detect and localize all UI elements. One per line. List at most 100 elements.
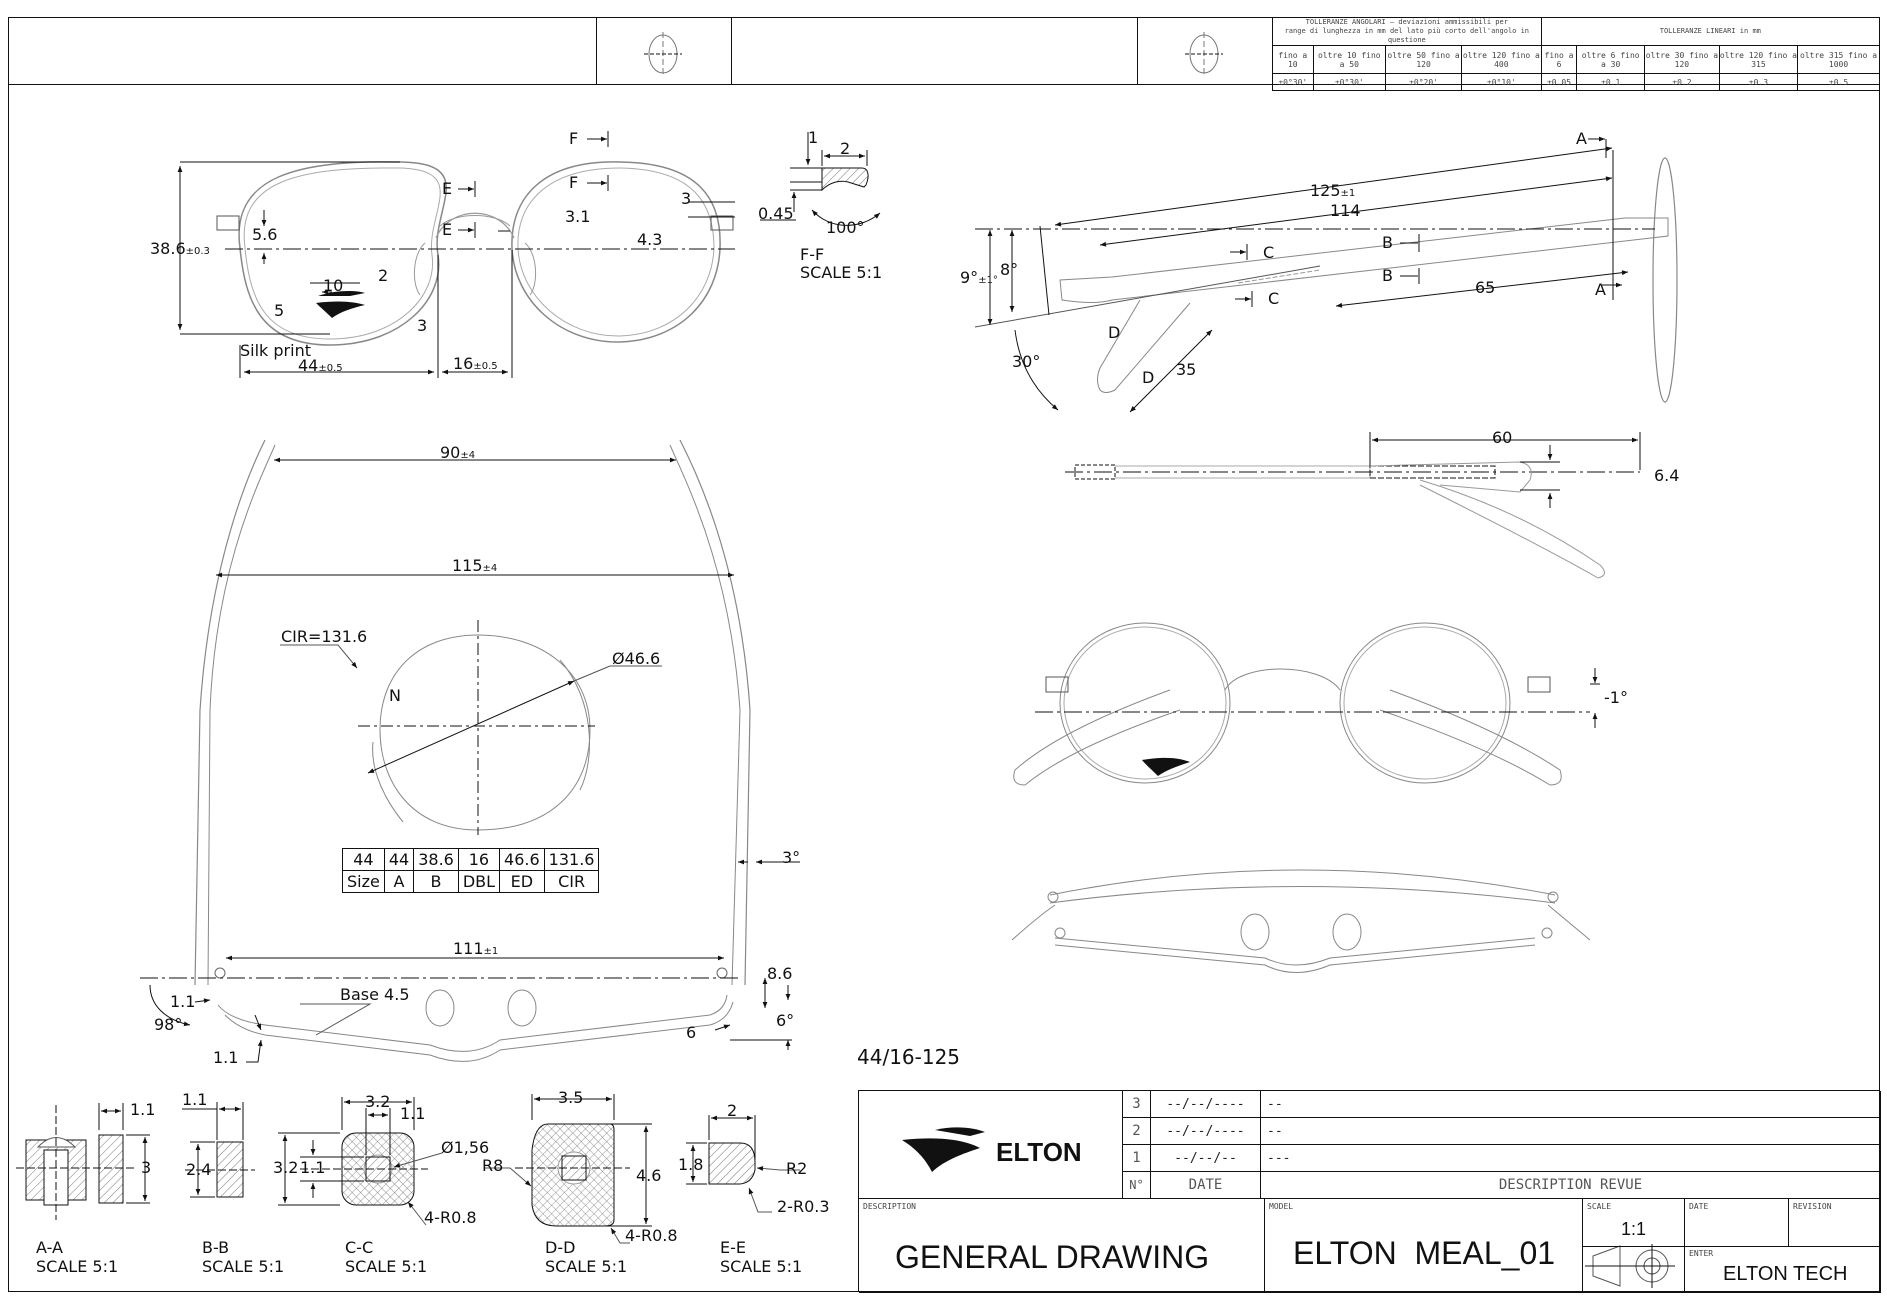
size-value: 38.6 xyxy=(413,848,459,871)
dim-value: 90 xyxy=(440,443,461,462)
section-marker-b: B xyxy=(1382,233,1393,252)
cc-dim: Ø1,56 xyxy=(441,1138,490,1157)
angle-30: 30° xyxy=(1012,352,1041,371)
scale-label: SCALE xyxy=(1587,1202,1612,1211)
section-aa xyxy=(16,1103,150,1220)
enter-value: ELTON TECH xyxy=(1723,1263,1848,1285)
section-marker-a: A xyxy=(1595,280,1606,299)
scale-value: 1:1 xyxy=(1621,1219,1647,1239)
cc-dim: 1.1 xyxy=(400,1104,426,1123)
ee-dim: 2 xyxy=(727,1101,738,1120)
dim-value: 125 xyxy=(1310,181,1341,200)
section-marker-d: D xyxy=(1142,368,1155,387)
front-view xyxy=(177,131,735,378)
dim-1-1: 1.1 xyxy=(170,992,196,1011)
linear-value: ±0.2 xyxy=(1644,73,1720,91)
section-marker-c: C xyxy=(1268,289,1280,308)
rev-desc: -- xyxy=(1261,1091,1881,1118)
description-value: GENERAL DRAWING xyxy=(895,1239,1210,1275)
rev-number: 3 xyxy=(1123,1091,1151,1118)
section-marker-e: E xyxy=(442,179,453,198)
dim-tolerance: ±0.5 xyxy=(473,361,498,372)
right-lens-rim xyxy=(511,161,721,343)
enter-label: ENTER xyxy=(1689,1249,1714,1258)
dim-tolerance: ±4 xyxy=(482,563,498,574)
dim-4-3: 4.3 xyxy=(637,230,663,249)
projection-cell xyxy=(1583,1247,1685,1293)
rev-desc: -- xyxy=(1261,1118,1881,1145)
bb-name: B-B xyxy=(202,1238,230,1257)
rev-date: --/--/-- xyxy=(1151,1145,1261,1172)
front-frame xyxy=(217,994,728,1052)
dd-scale: SCALE 5:1 xyxy=(545,1257,628,1276)
dim-2: 2 xyxy=(378,266,389,285)
angular-value: ±0°10' xyxy=(1461,73,1542,91)
rev-number-text: 1 xyxy=(1132,1150,1141,1166)
aa-scale: SCALE 5:1 xyxy=(36,1257,119,1276)
title-block: ELTON 3 --/--/---- -- 2 --/--/---- -- 1 … xyxy=(858,1090,1881,1293)
ff-dim-045: 0.45 xyxy=(758,204,794,223)
linear-value: ±0.3 xyxy=(1718,73,1799,91)
section-marker-d: D xyxy=(1108,323,1121,342)
linear-value: ±0.5 xyxy=(1797,73,1880,91)
angular-range: fino a 10 xyxy=(1272,45,1314,74)
bb-dim: 1.1 xyxy=(182,1090,208,1109)
dd-dim: 4-R0.8 xyxy=(625,1226,678,1245)
dim-6: 6 xyxy=(686,1023,697,1042)
rev-number: 2 xyxy=(1123,1118,1151,1145)
silk-print-logo xyxy=(316,291,365,318)
model-cell: MODEL ELTON MEAL_01 xyxy=(1265,1199,1583,1293)
cc-name: C-C xyxy=(345,1238,374,1257)
dim-3-top: 3 xyxy=(681,189,692,208)
size-headers-row: Size A B DBL ED CIR xyxy=(342,870,600,893)
size-value: 46.6 xyxy=(499,848,545,871)
dim-125: 125±1 xyxy=(1310,183,1355,199)
dim-value: 44 xyxy=(298,356,319,375)
ee-dim: 1.8 xyxy=(678,1155,704,1174)
section-marker-f: F xyxy=(569,129,579,148)
enter-cell: ENTER ELTON TECH xyxy=(1685,1247,1881,1293)
top-small-view xyxy=(1011,869,1591,973)
rev-desc: --- xyxy=(1261,1145,1881,1172)
tolerance-table: TOLLERANZE ANGOLARI – deviazioni ammissi… xyxy=(1272,17,1881,91)
section-ee xyxy=(686,1115,800,1213)
dim-tolerance: ±1 xyxy=(1340,188,1356,199)
section-marker-a: A xyxy=(1576,129,1587,148)
angle-minus-1: -1° xyxy=(1604,688,1628,707)
angular-value: ±0°30' xyxy=(1272,73,1314,91)
section-marker-c: C xyxy=(1263,243,1275,262)
dd-dim: 3.5 xyxy=(558,1088,584,1107)
rev-desc-text: --- xyxy=(1267,1151,1291,1166)
ee-dim: R2 xyxy=(786,1159,808,1178)
cc-dim: 1.1 xyxy=(300,1158,326,1177)
cc-dim: 3.2 xyxy=(273,1158,299,1177)
dd-dim: 4.6 xyxy=(636,1166,662,1185)
dim-value: 115 xyxy=(452,556,483,575)
angular-title: TOLLERANZE ANGOLARI – deviazioni ammissi… xyxy=(1305,18,1508,26)
angular-value: ±0°30' xyxy=(1312,73,1387,91)
projection-symbol-icon xyxy=(1585,1244,1675,1288)
right-temple xyxy=(679,439,751,986)
ff-angle: 100° xyxy=(826,218,865,237)
linear-value: ±0.05 xyxy=(1540,73,1578,91)
cc-scale: SCALE 5:1 xyxy=(345,1257,428,1276)
drawing-frame xyxy=(8,17,1880,1292)
top-view xyxy=(140,439,800,1063)
rev-desc-text: -- xyxy=(1267,1097,1283,1112)
linear-tolerance-header: TOLLERANZE LINEARI in mm xyxy=(1540,17,1881,46)
angular-range: oltre 50 fino a 120 xyxy=(1385,45,1463,74)
rev-header-text: DATE xyxy=(1188,1177,1223,1193)
linear-range: fino a 6 xyxy=(1540,45,1578,74)
front-small-view xyxy=(1013,622,1600,786)
side-view xyxy=(974,136,1678,413)
dim-6-4: 6.4 xyxy=(1654,466,1680,485)
angle-8: 8° xyxy=(1000,260,1019,279)
dim-65: 65 xyxy=(1475,278,1496,297)
size-table: 44 44 38.6 16 46.6 131.6 Size A B DBL ED… xyxy=(342,848,600,893)
dim-value: 16 xyxy=(453,354,474,373)
dim-90: 90±4 xyxy=(440,445,475,461)
description-cell: DESCRIPTION GENERAL DRAWING xyxy=(859,1199,1265,1293)
lens-logo-icon xyxy=(1142,757,1190,776)
cir-label: CIR=131.6 xyxy=(281,627,368,646)
